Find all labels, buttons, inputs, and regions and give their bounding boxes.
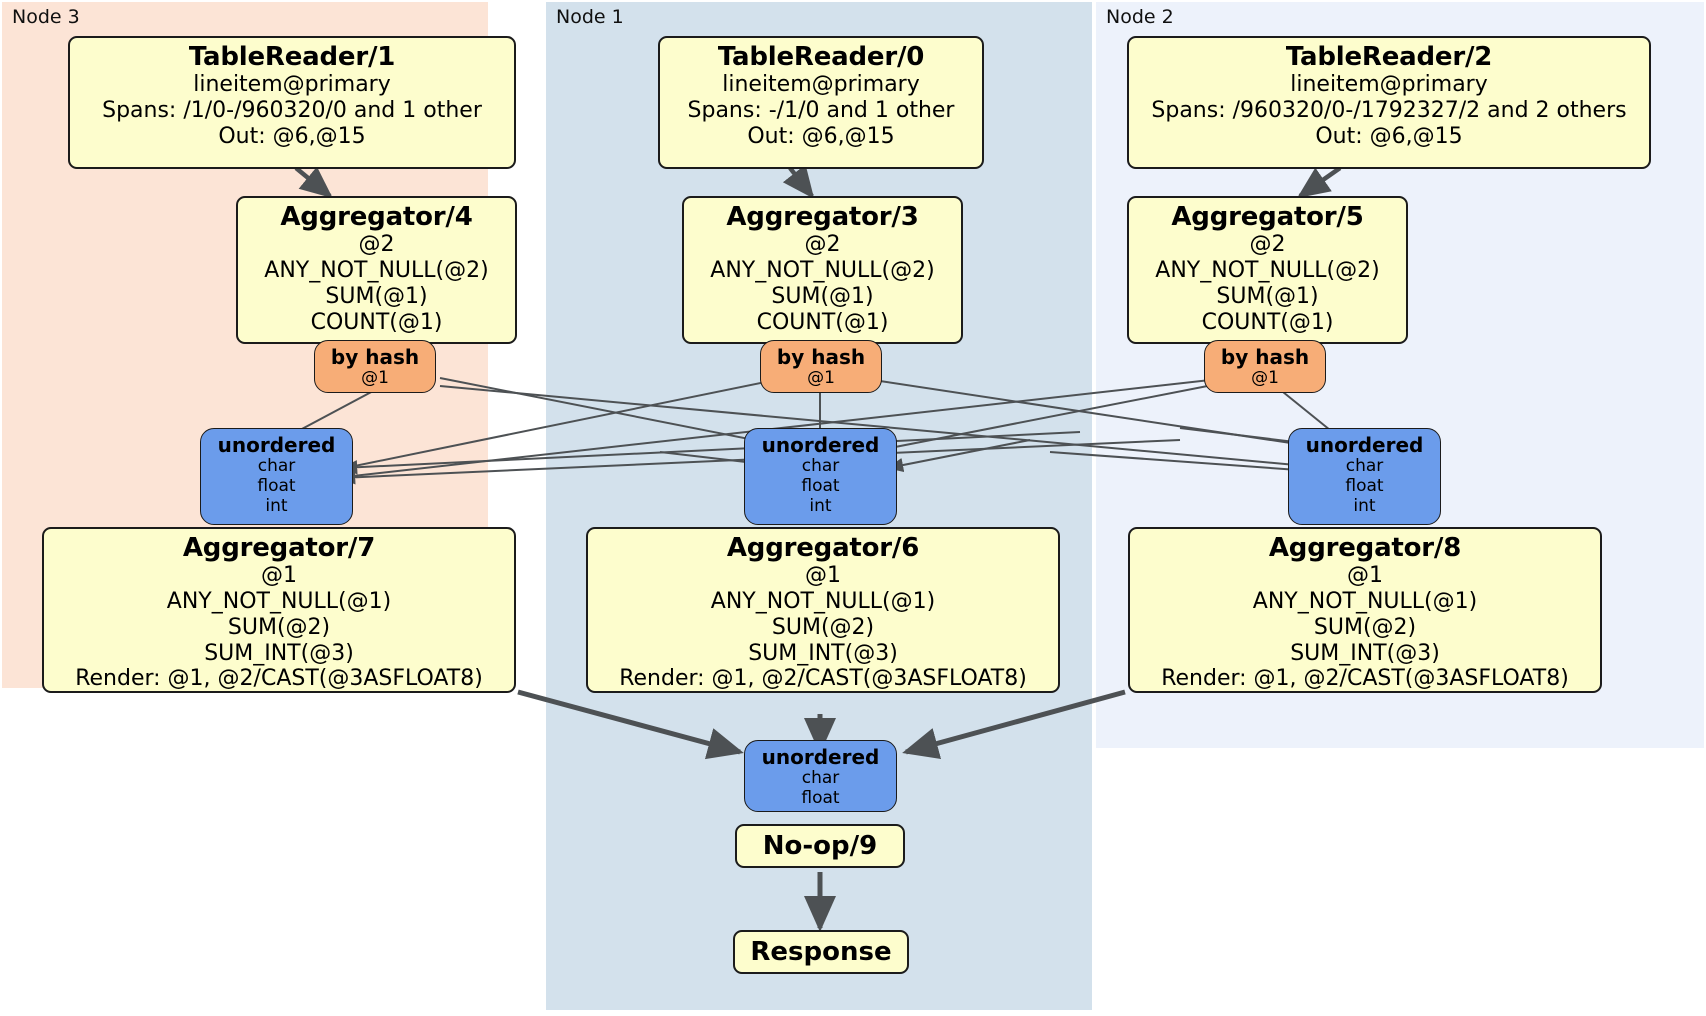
aggregator-3-line-1: ANY_NOT_NULL(@2) (710, 258, 935, 284)
aggregator-3-title: Aggregator/3 (726, 202, 919, 232)
processor-response[interactable]: Response (733, 930, 909, 974)
noop-9-title: No-op/9 (762, 831, 878, 861)
processor-noop-9[interactable]: No-op/9 (735, 824, 905, 868)
router-by-hash-left-title: by hash (330, 345, 420, 369)
table-reader-1-line-2: Out: @6,@15 (218, 123, 366, 149)
router-by-hash-left[interactable]: by hash @1 (314, 340, 436, 393)
aggregator-7-line-1: ANY_NOT_NULL(@1) (166, 589, 392, 615)
aggregator-8-line-4: Render: @1, @2/CAST(@3ASFLOAT8) (1161, 666, 1569, 692)
response-title: Response (750, 937, 892, 967)
processor-aggregator-5[interactable]: Aggregator/5 @2 ANY_NOT_NULL(@2) SUM(@1)… (1127, 196, 1408, 344)
table-reader-1-line-0: lineitem@primary (193, 72, 391, 98)
aggregator-8-line-0: @1 (1347, 563, 1383, 589)
table-reader-2-line-1: Spans: /960320/0-/1792327/2 and 2 others (1151, 98, 1627, 124)
table-reader-0-line-0: lineitem@primary (722, 72, 920, 98)
router-unordered-left[interactable]: unordered char float int (200, 428, 353, 525)
processor-table-reader-0[interactable]: TableReader/0 lineitem@primary Spans: -/… (658, 36, 984, 169)
aggregator-7-line-4: Render: @1, @2/CAST(@3ASFLOAT8) (75, 666, 483, 692)
aggregator-7-line-2: SUM(@2) (227, 614, 331, 640)
aggregator-3-line-0: @2 (804, 232, 841, 258)
processor-table-reader-1[interactable]: TableReader/1 lineitem@primary Spans: /1… (68, 36, 516, 169)
region-node-1-label: Node 1 (556, 6, 624, 28)
router-unordered-left-line-2: int (265, 495, 288, 516)
aggregator-4-line-3: COUNT(@1) (310, 309, 443, 335)
processor-aggregator-6[interactable]: Aggregator/6 @1 ANY_NOT_NULL(@1) SUM(@2)… (586, 527, 1060, 693)
aggregator-8-line-3: SUM_INT(@3) (1290, 640, 1440, 666)
router-unordered-middle[interactable]: unordered char float int (744, 428, 897, 525)
aggregator-3-line-2: SUM(@1) (771, 283, 874, 309)
aggregator-5-title: Aggregator/5 (1171, 202, 1364, 232)
processor-aggregator-8[interactable]: Aggregator/8 @1 ANY_NOT_NULL(@1) SUM(@2)… (1128, 527, 1602, 693)
router-unordered-middle-line-2: int (809, 495, 832, 516)
aggregator-7-line-3: SUM_INT(@3) (204, 640, 354, 666)
router-by-hash-middle-line-0: @1 (807, 368, 835, 389)
router-unordered-final-title: unordered (761, 745, 880, 769)
aggregator-7-line-0: @1 (261, 563, 297, 589)
aggregator-4-title: Aggregator/4 (280, 202, 473, 232)
router-unordered-right-line-1: float (1345, 475, 1384, 496)
aggregator-5-line-0: @2 (1249, 232, 1286, 258)
region-node-3-label: Node 3 (12, 6, 80, 28)
processor-aggregator-7[interactable]: Aggregator/7 @1 ANY_NOT_NULL(@1) SUM(@2)… (42, 527, 516, 693)
table-reader-2-line-2: Out: @6,@15 (1315, 123, 1463, 149)
router-unordered-left-line-0: char (257, 456, 296, 477)
table-reader-0-line-2: Out: @6,@15 (747, 123, 895, 149)
router-by-hash-middle-title: by hash (776, 345, 866, 369)
aggregator-4-line-1: ANY_NOT_NULL(@2) (264, 258, 489, 284)
table-reader-0-line-1: Spans: -/1/0 and 1 other (687, 98, 955, 124)
table-reader-1-line-1: Spans: /1/0-/960320/0 and 1 other (102, 98, 482, 124)
aggregator-6-title: Aggregator/6 (726, 533, 920, 563)
processor-aggregator-3[interactable]: Aggregator/3 @2 ANY_NOT_NULL(@2) SUM(@1)… (682, 196, 963, 344)
router-by-hash-middle[interactable]: by hash @1 (760, 340, 882, 393)
aggregator-8-title: Aggregator/8 (1268, 533, 1462, 563)
aggregator-3-line-3: COUNT(@1) (756, 309, 889, 335)
router-unordered-left-line-1: float (257, 475, 296, 496)
router-unordered-right-line-0: char (1345, 456, 1384, 477)
aggregator-5-line-2: SUM(@1) (1216, 283, 1319, 309)
router-unordered-final-line-1: float (801, 787, 840, 808)
aggregator-6-line-2: SUM(@2) (771, 614, 875, 640)
router-by-hash-right[interactable]: by hash @1 (1204, 340, 1326, 393)
table-reader-2-title: TableReader/2 (1285, 42, 1493, 72)
table-reader-2-line-0: lineitem@primary (1290, 72, 1488, 98)
router-by-hash-right-line-0: @1 (1251, 368, 1279, 389)
table-reader-0-title: TableReader/0 (717, 42, 925, 72)
router-unordered-final-line-0: char (801, 768, 840, 789)
aggregator-6-line-3: SUM_INT(@3) (748, 640, 898, 666)
aggregator-6-line-4: Render: @1, @2/CAST(@3ASFLOAT8) (619, 666, 1027, 692)
router-unordered-middle-line-1: float (801, 475, 840, 496)
processor-table-reader-2[interactable]: TableReader/2 lineitem@primary Spans: /9… (1127, 36, 1651, 169)
router-unordered-right-line-2: int (1353, 495, 1376, 516)
aggregator-8-line-2: SUM(@2) (1313, 614, 1417, 640)
router-unordered-right[interactable]: unordered char float int (1288, 428, 1441, 525)
aggregator-4-line-2: SUM(@1) (325, 283, 428, 309)
aggregator-4-line-0: @2 (358, 232, 395, 258)
router-unordered-final[interactable]: unordered char float (744, 740, 897, 812)
aggregator-8-line-1: ANY_NOT_NULL(@1) (1252, 589, 1478, 615)
aggregator-6-line-1: ANY_NOT_NULL(@1) (710, 589, 936, 615)
processor-aggregator-4[interactable]: Aggregator/4 @2 ANY_NOT_NULL(@2) SUM(@1)… (236, 196, 517, 344)
aggregator-5-line-3: COUNT(@1) (1201, 309, 1334, 335)
router-by-hash-right-title: by hash (1220, 345, 1310, 369)
router-unordered-middle-title: unordered (761, 433, 880, 457)
router-by-hash-left-line-0: @1 (361, 368, 389, 389)
table-reader-1-title: TableReader/1 (188, 42, 396, 72)
aggregator-6-line-0: @1 (805, 563, 841, 589)
aggregator-5-line-1: ANY_NOT_NULL(@2) (1155, 258, 1380, 284)
aggregator-7-title: Aggregator/7 (182, 533, 376, 563)
router-unordered-right-title: unordered (1305, 433, 1424, 457)
router-unordered-middle-line-0: char (801, 456, 840, 477)
router-unordered-left-title: unordered (217, 433, 336, 457)
region-node-2-label: Node 2 (1106, 6, 1174, 28)
